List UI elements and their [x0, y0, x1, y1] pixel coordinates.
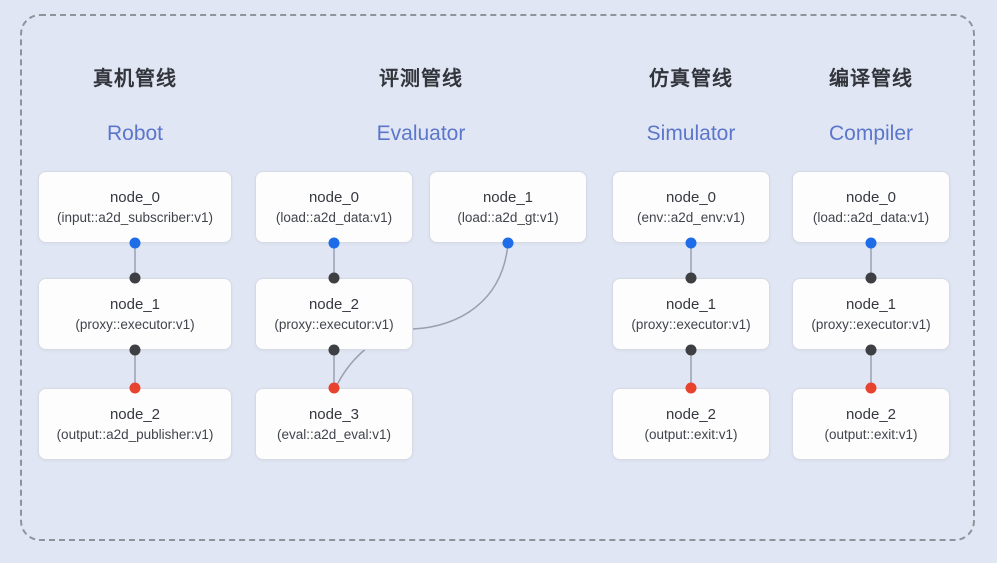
node-box-robot-node0: node_0 (input::a2d_subscriber:v1)	[38, 171, 232, 243]
node-box-compiler-node1: node_1 (proxy::executor:v1)	[792, 278, 950, 350]
node-box-compiler-node0: node_0 (load::a2d_data:v1)	[792, 171, 950, 243]
pipeline-title-zh-compiler: 编译管线	[829, 68, 913, 90]
pipeline-title-en-simulator: Simulator	[646, 122, 736, 145]
pipeline-title-en-evaluator: Evaluator	[376, 122, 466, 145]
node-sublabel: (output::exit:v1)	[824, 427, 918, 442]
node-label: node_1	[665, 296, 717, 313]
node-label: node_0	[308, 189, 360, 206]
pipeline-title-zh-simulator: 仿真管线	[649, 68, 733, 90]
node-box-compiler-node2: node_2 (output::exit:v1)	[792, 388, 950, 460]
pipeline-title-zh-robot: 真机管线	[93, 68, 177, 90]
node-label: node_2	[665, 406, 717, 423]
node-sublabel: (proxy::executor:v1)	[811, 317, 931, 332]
pipeline-title-en-compiler: Compiler	[828, 122, 914, 145]
node-sublabel: (eval::a2d_eval:v1)	[276, 427, 392, 442]
node-label: node_2	[109, 406, 161, 423]
node-sublabel: (load::a2d_data:v1)	[275, 210, 393, 225]
node-label: node_3	[308, 406, 360, 423]
node-sublabel: (output::exit:v1)	[644, 427, 738, 442]
node-sublabel: (proxy::executor:v1)	[274, 317, 394, 332]
node-box-evaluator-node1: node_1 (load::a2d_gt:v1)	[429, 171, 587, 243]
node-box-evaluator-node2: node_2 (proxy::executor:v1)	[255, 278, 413, 350]
node-label: node_2	[845, 406, 897, 423]
node-sublabel: (proxy::executor:v1)	[631, 317, 751, 332]
node-sublabel: (load::a2d_gt:v1)	[457, 210, 559, 225]
pipeline-title-en-robot: Robot	[106, 122, 164, 145]
node-box-simulator-node2: node_2 (output::exit:v1)	[612, 388, 770, 460]
node-box-evaluator-node0: node_0 (load::a2d_data:v1)	[255, 171, 413, 243]
node-box-robot-node1: node_1 (proxy::executor:v1)	[38, 278, 232, 350]
node-sublabel: (output::a2d_publisher:v1)	[56, 427, 214, 442]
node-sublabel: (load::a2d_data:v1)	[812, 210, 930, 225]
node-label: node_0	[109, 189, 161, 206]
dashed-frame	[20, 14, 975, 541]
node-label: node_1	[845, 296, 897, 313]
node-label: node_1	[109, 296, 161, 313]
node-label: node_0	[845, 189, 897, 206]
node-label: node_1	[482, 189, 534, 206]
node-label: node_0	[665, 189, 717, 206]
node-sublabel: (proxy::executor:v1)	[75, 317, 195, 332]
node-box-evaluator-node3: node_3 (eval::a2d_eval:v1)	[255, 388, 413, 460]
node-sublabel: (env::a2d_env:v1)	[636, 210, 746, 225]
node-box-simulator-node1: node_1 (proxy::executor:v1)	[612, 278, 770, 350]
cross-connector-curve	[335, 242, 509, 388]
pipeline-title-zh-evaluator: 评测管线	[379, 68, 463, 90]
node-sublabel: (input::a2d_subscriber:v1)	[56, 210, 214, 225]
node-label: node_2	[308, 296, 360, 313]
node-box-robot-node2: node_2 (output::a2d_publisher:v1)	[38, 388, 232, 460]
node-box-simulator-node0: node_0 (env::a2d_env:v1)	[612, 171, 770, 243]
